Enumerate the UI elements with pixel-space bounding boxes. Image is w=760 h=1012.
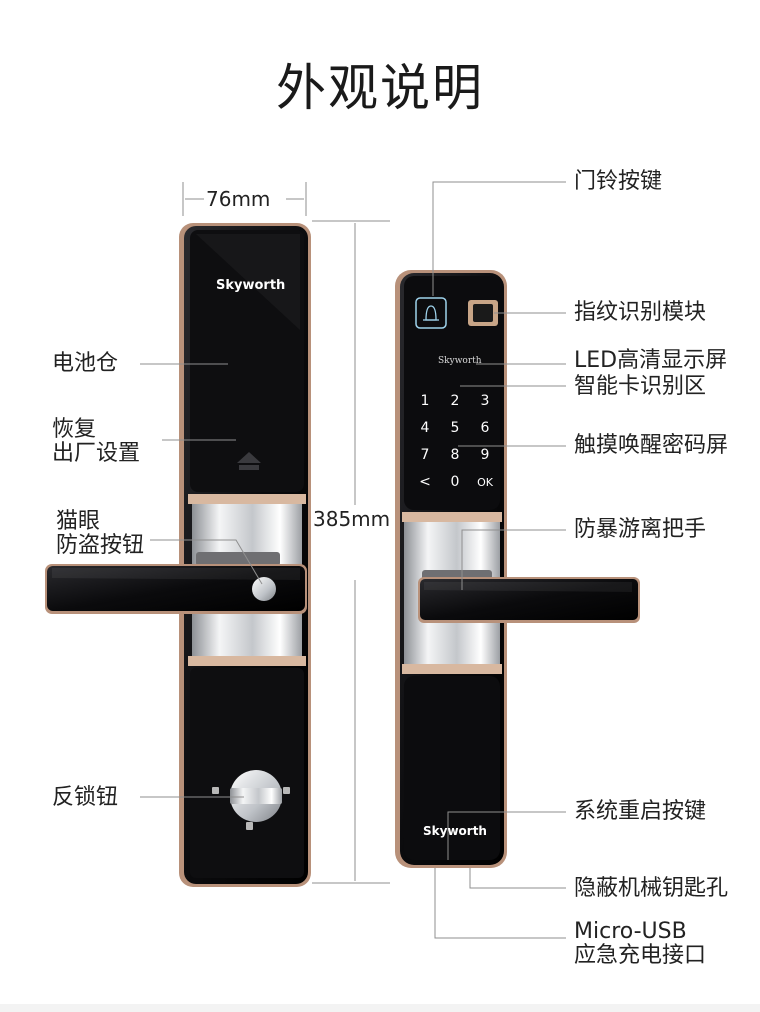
- reset-button-icon: [237, 452, 261, 470]
- label-usb: Micro-USB 应急充电接口: [574, 920, 706, 968]
- fingerprint-sensor-icon: [468, 300, 498, 326]
- label-reset: 恢复 出厂设置: [52, 418, 140, 466]
- keypad-key[interactable]: 1: [420, 393, 430, 409]
- label-handle: 防暴游离把手: [574, 517, 707, 542]
- label-touch: 触摸唤醒密码屏: [574, 433, 729, 458]
- screen-brand-text: Skyworth: [438, 356, 482, 366]
- label-antilock: 反锁钮: [52, 785, 119, 810]
- keypad-key[interactable]: 9: [480, 447, 490, 463]
- label-keyhole: 隐蔽机械钥匙孔: [574, 876, 729, 901]
- dimension-lines: [182, 182, 390, 884]
- peephole-button-icon: [252, 577, 276, 601]
- keypad-key[interactable]: 4: [420, 420, 430, 436]
- label-peephole-line2: 防盗按钮: [56, 533, 145, 558]
- label-fingerprint: 指纹识别模块: [574, 300, 707, 325]
- label-battery: 电池仓: [52, 351, 119, 376]
- back-brand-logo: Skyworth: [423, 824, 487, 838]
- front-brand-logo: Skyworth: [216, 278, 286, 293]
- touch-keypad: 1 2 3 4 5 6 7 8 9 < 0 OK: [410, 388, 500, 496]
- label-usb-line1: Micro-USB: [574, 919, 687, 944]
- label-peephole-line1: 猫眼: [56, 509, 101, 534]
- doorbell-button-icon: [415, 297, 447, 329]
- keypad-key[interactable]: 2: [450, 393, 460, 409]
- page-title: 外观说明: [276, 59, 484, 117]
- keypad-key[interactable]: 8: [450, 447, 460, 463]
- label-doorbell: 门铃按键: [574, 169, 663, 194]
- keypad-key[interactable]: 5: [450, 420, 460, 436]
- keypad-key[interactable]: 7: [420, 447, 430, 463]
- label-peephole: 猫眼 防盗按钮: [56, 510, 144, 558]
- keypad-key[interactable]: 0: [450, 474, 460, 490]
- keypad-key[interactable]: OK: [477, 476, 493, 489]
- leader-lines: [140, 181, 566, 939]
- label-restart: 系统重启按键: [574, 799, 707, 824]
- height-dimension: 385mm: [313, 507, 391, 531]
- width-dimension: 76mm: [206, 187, 271, 211]
- keypad-key[interactable]: 3: [480, 393, 490, 409]
- label-card: 智能卡识别区: [574, 374, 707, 399]
- keypad-key[interactable]: <: [419, 474, 431, 490]
- back-lock-panel: [395, 270, 640, 868]
- label-reset-line2: 出厂设置: [52, 441, 141, 466]
- antilock-knob-icon: [212, 770, 290, 830]
- label-led: LED高清显示屏: [574, 348, 728, 373]
- label-reset-line1: 恢复: [52, 417, 97, 442]
- label-usb-line2: 应急充电接口: [574, 943, 707, 968]
- keypad-key[interactable]: 6: [480, 420, 490, 436]
- bottom-divider: [0, 1004, 760, 1012]
